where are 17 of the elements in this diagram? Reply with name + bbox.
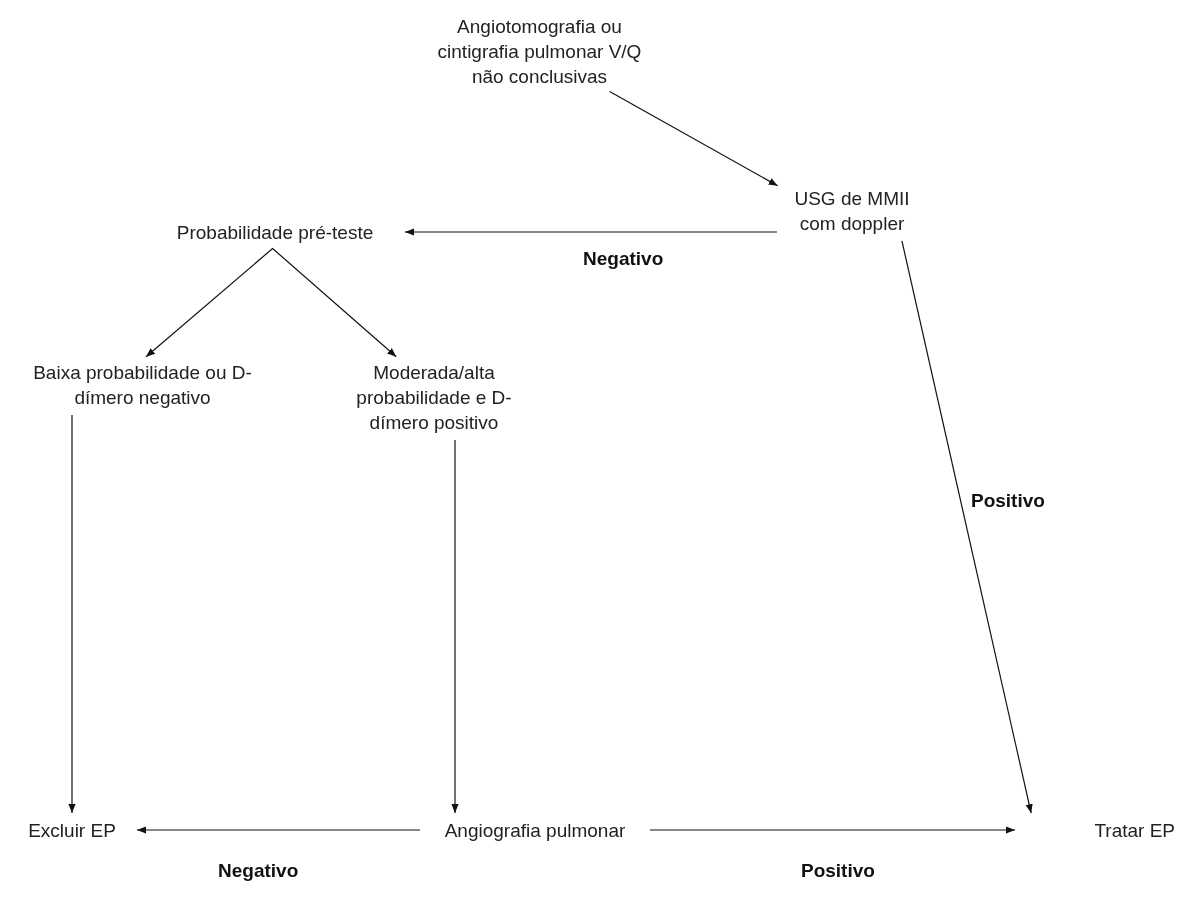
node-text: Excluir EP bbox=[12, 818, 132, 843]
node-text: Probabilidade pré-teste bbox=[150, 220, 400, 245]
arrow bbox=[145, 247, 274, 358]
arrow bbox=[451, 439, 459, 814]
node-text: Angiotomografia ou cintigrafia pulmonar V/Q não conclusivas bbox=[437, 14, 642, 89]
arrow bbox=[136, 826, 421, 834]
arrow bbox=[649, 826, 1016, 834]
arrow bbox=[271, 247, 397, 358]
arrow bbox=[404, 228, 778, 236]
arrow bbox=[609, 90, 779, 187]
arrow bbox=[901, 240, 1033, 814]
node-text: USG de MMII com doppler bbox=[782, 186, 922, 236]
node-text: Angiografia pulmonar bbox=[425, 818, 645, 843]
node-text: Baixa probabilidade ou D-dímero negativo bbox=[30, 360, 255, 410]
node-text: Moderada/alta probabilidade e D-dímero positivo bbox=[345, 360, 523, 435]
node-text: Tratar EP bbox=[1020, 818, 1175, 843]
arrow bbox=[68, 414, 76, 814]
